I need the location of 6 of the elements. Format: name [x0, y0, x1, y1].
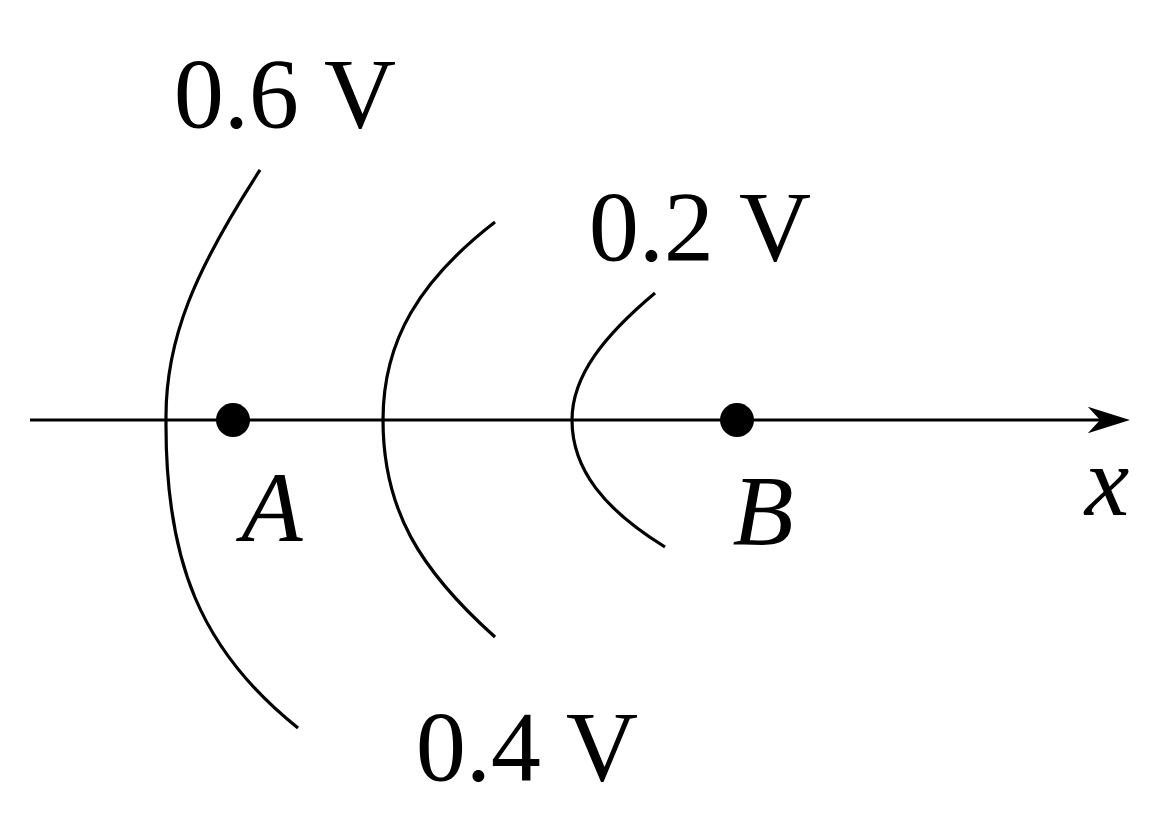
potential-label: 0.2 V — [592, 194, 810, 262]
potential-label: 0.4 V — [419, 714, 637, 782]
axis-label: x — [1083, 469, 1129, 515]
point-label: B — [733, 479, 792, 545]
point-label: A — [236, 475, 303, 541]
potential-label: 0.6 V — [177, 61, 395, 129]
